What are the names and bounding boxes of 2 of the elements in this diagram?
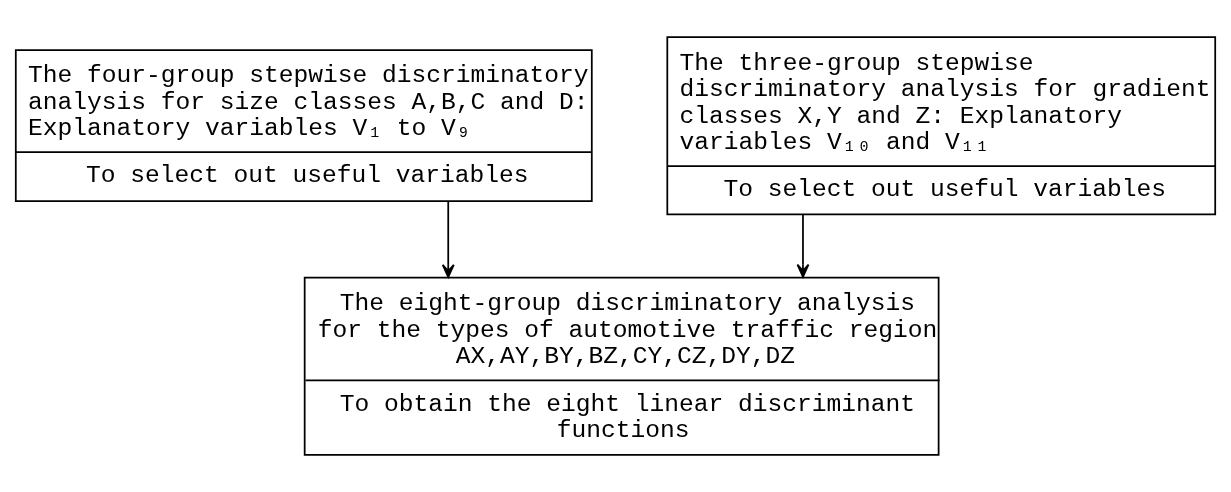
arrow <box>441 200 455 279</box>
arrow <box>796 213 810 278</box>
